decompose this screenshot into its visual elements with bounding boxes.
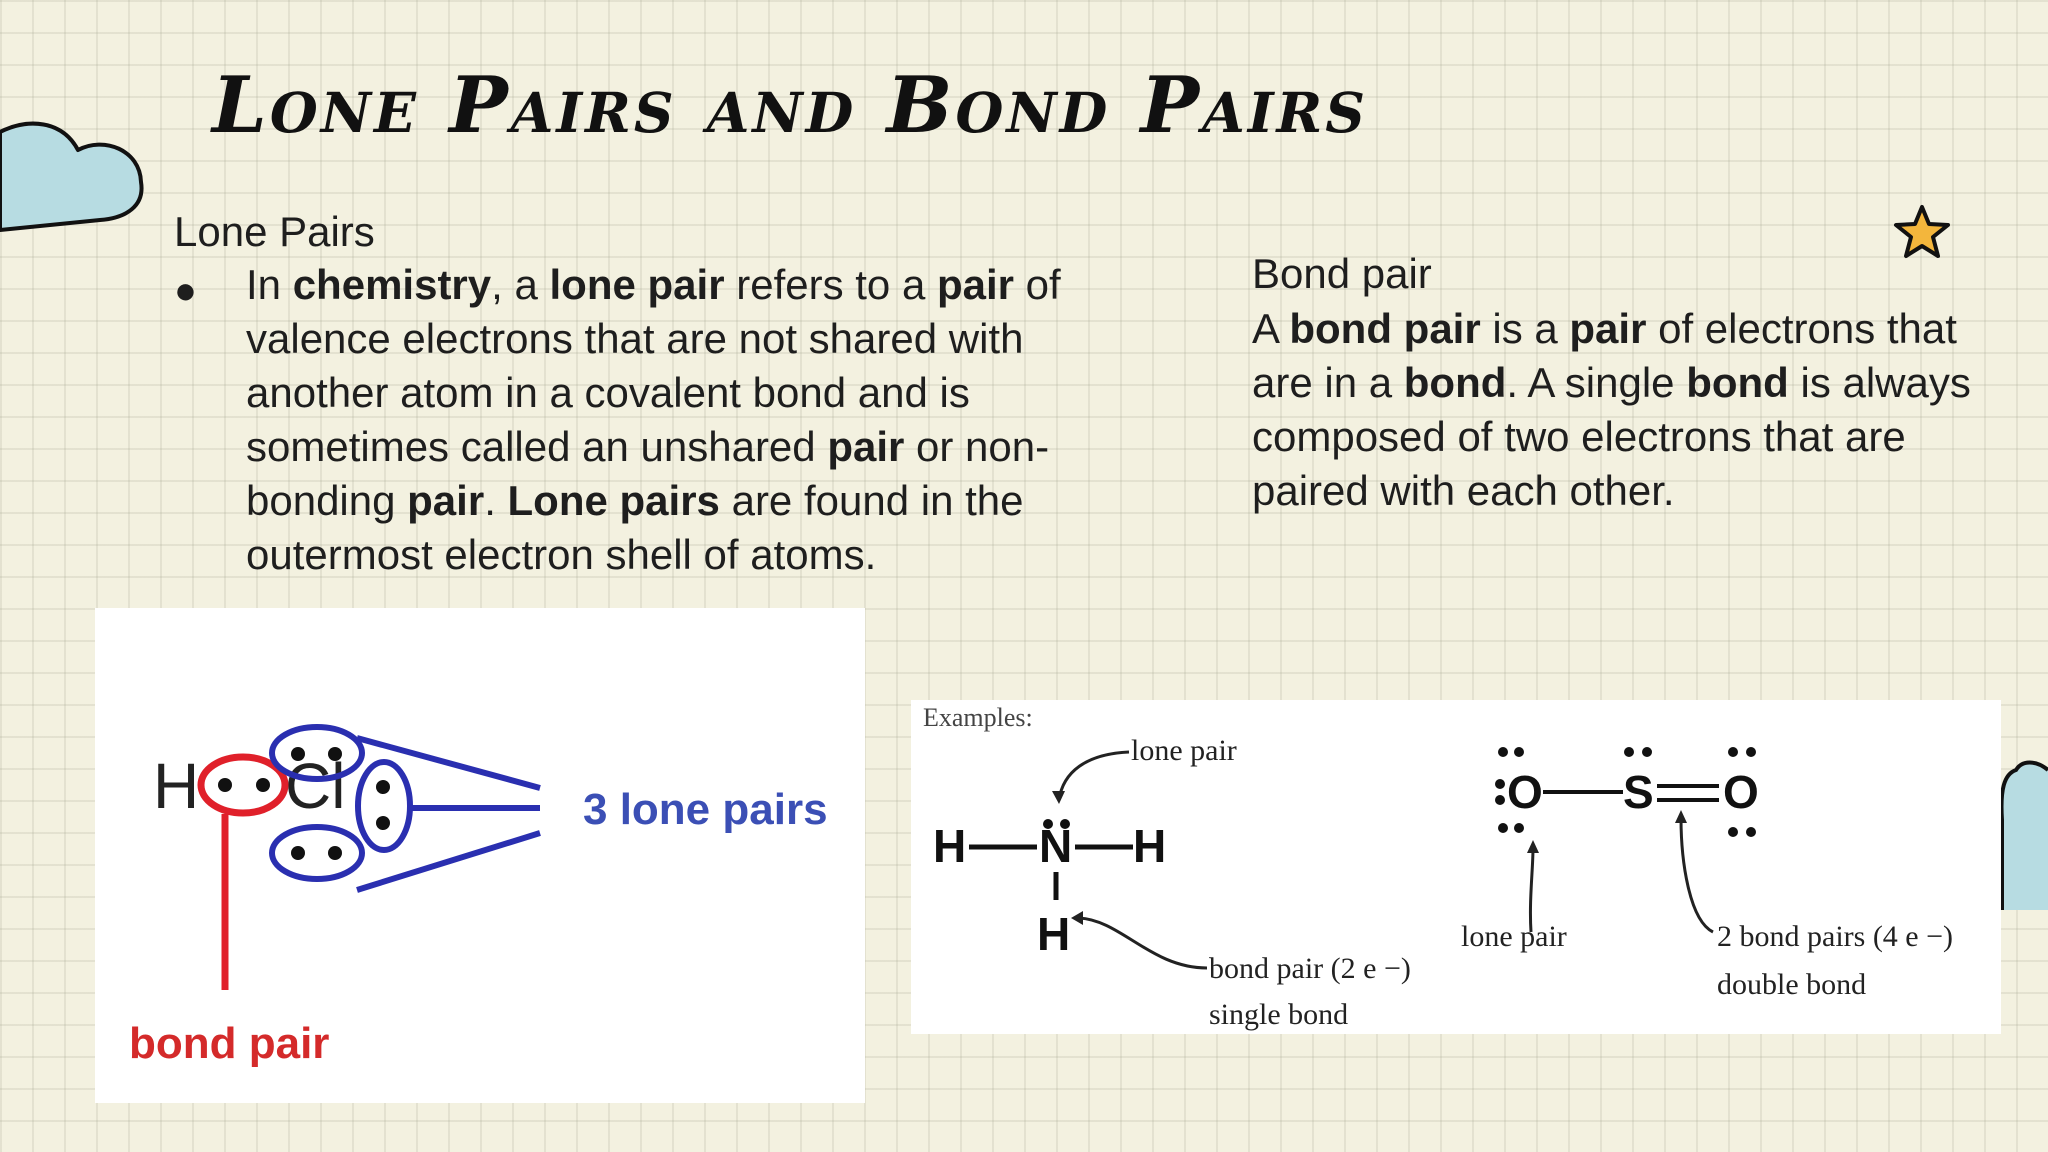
bond-pair-heading: Bond pair <box>1252 250 1432 297</box>
text-run: is always composed of two electrons that… <box>1252 359 1971 514</box>
examples-heading: Examples: <box>923 703 1033 732</box>
nh3-lone-pair-label: lone pair <box>1131 734 1237 767</box>
nh3-bond-pair-label: bond pair (2 e −) <box>1209 952 1411 985</box>
bold-term: pair <box>407 477 485 524</box>
bold-term: lone pair <box>549 261 725 308</box>
text-run: In <box>246 261 293 308</box>
hocl-lewis-diagram-image: H Cl 3 lone pairs bond pair <box>95 608 865 1103</box>
bold-term: bond <box>1403 359 1507 406</box>
bullet-marker: ● <box>174 270 197 312</box>
nh3-atom-h-left: H <box>933 820 966 872</box>
text-run: . <box>484 477 508 524</box>
so2-bond-pairs-label: 2 bond pairs (4 e −) <box>1717 920 1953 953</box>
cloud-decoration-right <box>1999 760 2048 910</box>
bond-pair-definition: A bond pair is a pair of electrons that … <box>1252 302 2012 518</box>
lone-pair-ellipse-top <box>269 724 365 782</box>
star-icon <box>1894 205 1950 258</box>
bold-term: pair <box>936 261 1015 308</box>
lone-pair-ellipse-bottom <box>269 824 365 882</box>
nh3-single-bond-label: single bond <box>1209 998 1348 1031</box>
bold-term: bond <box>1686 359 1789 406</box>
lone-pairs-definition: In chemistry, a lone pair refers to a pa… <box>246 258 1146 582</box>
so2-double-bond-label: double bond <box>1717 968 1866 1001</box>
text-run: are found in the outermost electron shel… <box>246 477 1024 578</box>
text-run: refers to a <box>724 261 937 308</box>
so2-atom-o-left: O <box>1507 766 1543 818</box>
so2-atom-s: S <box>1623 766 1654 818</box>
text-run: or non-bonding <box>246 423 1050 524</box>
nh3-atom-h-right: H <box>1133 820 1166 872</box>
nh3-atom-h-bottom: H <box>1037 908 1070 960</box>
bold-term: pair <box>827 423 905 470</box>
text-run: of electrons that are in a <box>1252 305 1957 406</box>
bond-pair-ellipse <box>197 753 289 817</box>
slide-title: Lone Pairs and Bond Pairs <box>212 60 1368 151</box>
text-run: is a <box>1480 305 1570 352</box>
cloud-decoration-left <box>0 121 144 232</box>
bold-term: bond pair <box>1289 305 1481 352</box>
lone-pair-ellipse-right <box>355 759 413 853</box>
bond-pair-label: bond pair <box>129 1019 329 1068</box>
bold-term: pair <box>1569 305 1647 352</box>
bold-term: chemistry <box>292 261 492 308</box>
text-run: , a <box>491 261 550 308</box>
examples-lewis-structures-image: Examples: H N H H lone pair bond pair (2… <box>911 700 2001 1034</box>
text-run: A <box>1252 305 1290 352</box>
three-lone-pairs-label: 3 lone pairs <box>583 785 828 834</box>
bold-term: Lone pairs <box>507 477 720 524</box>
atom-cl-label: Cl <box>285 750 345 822</box>
text-run: of valence electrons that are not shared… <box>246 261 1061 470</box>
text-run: . A single <box>1506 359 1687 406</box>
so2-lone-pair-label: lone pair <box>1461 920 1567 953</box>
lone-pairs-heading: Lone Pairs <box>174 208 375 255</box>
atom-h-label: H <box>153 750 199 822</box>
so2-atom-o-right: O <box>1723 766 1759 818</box>
